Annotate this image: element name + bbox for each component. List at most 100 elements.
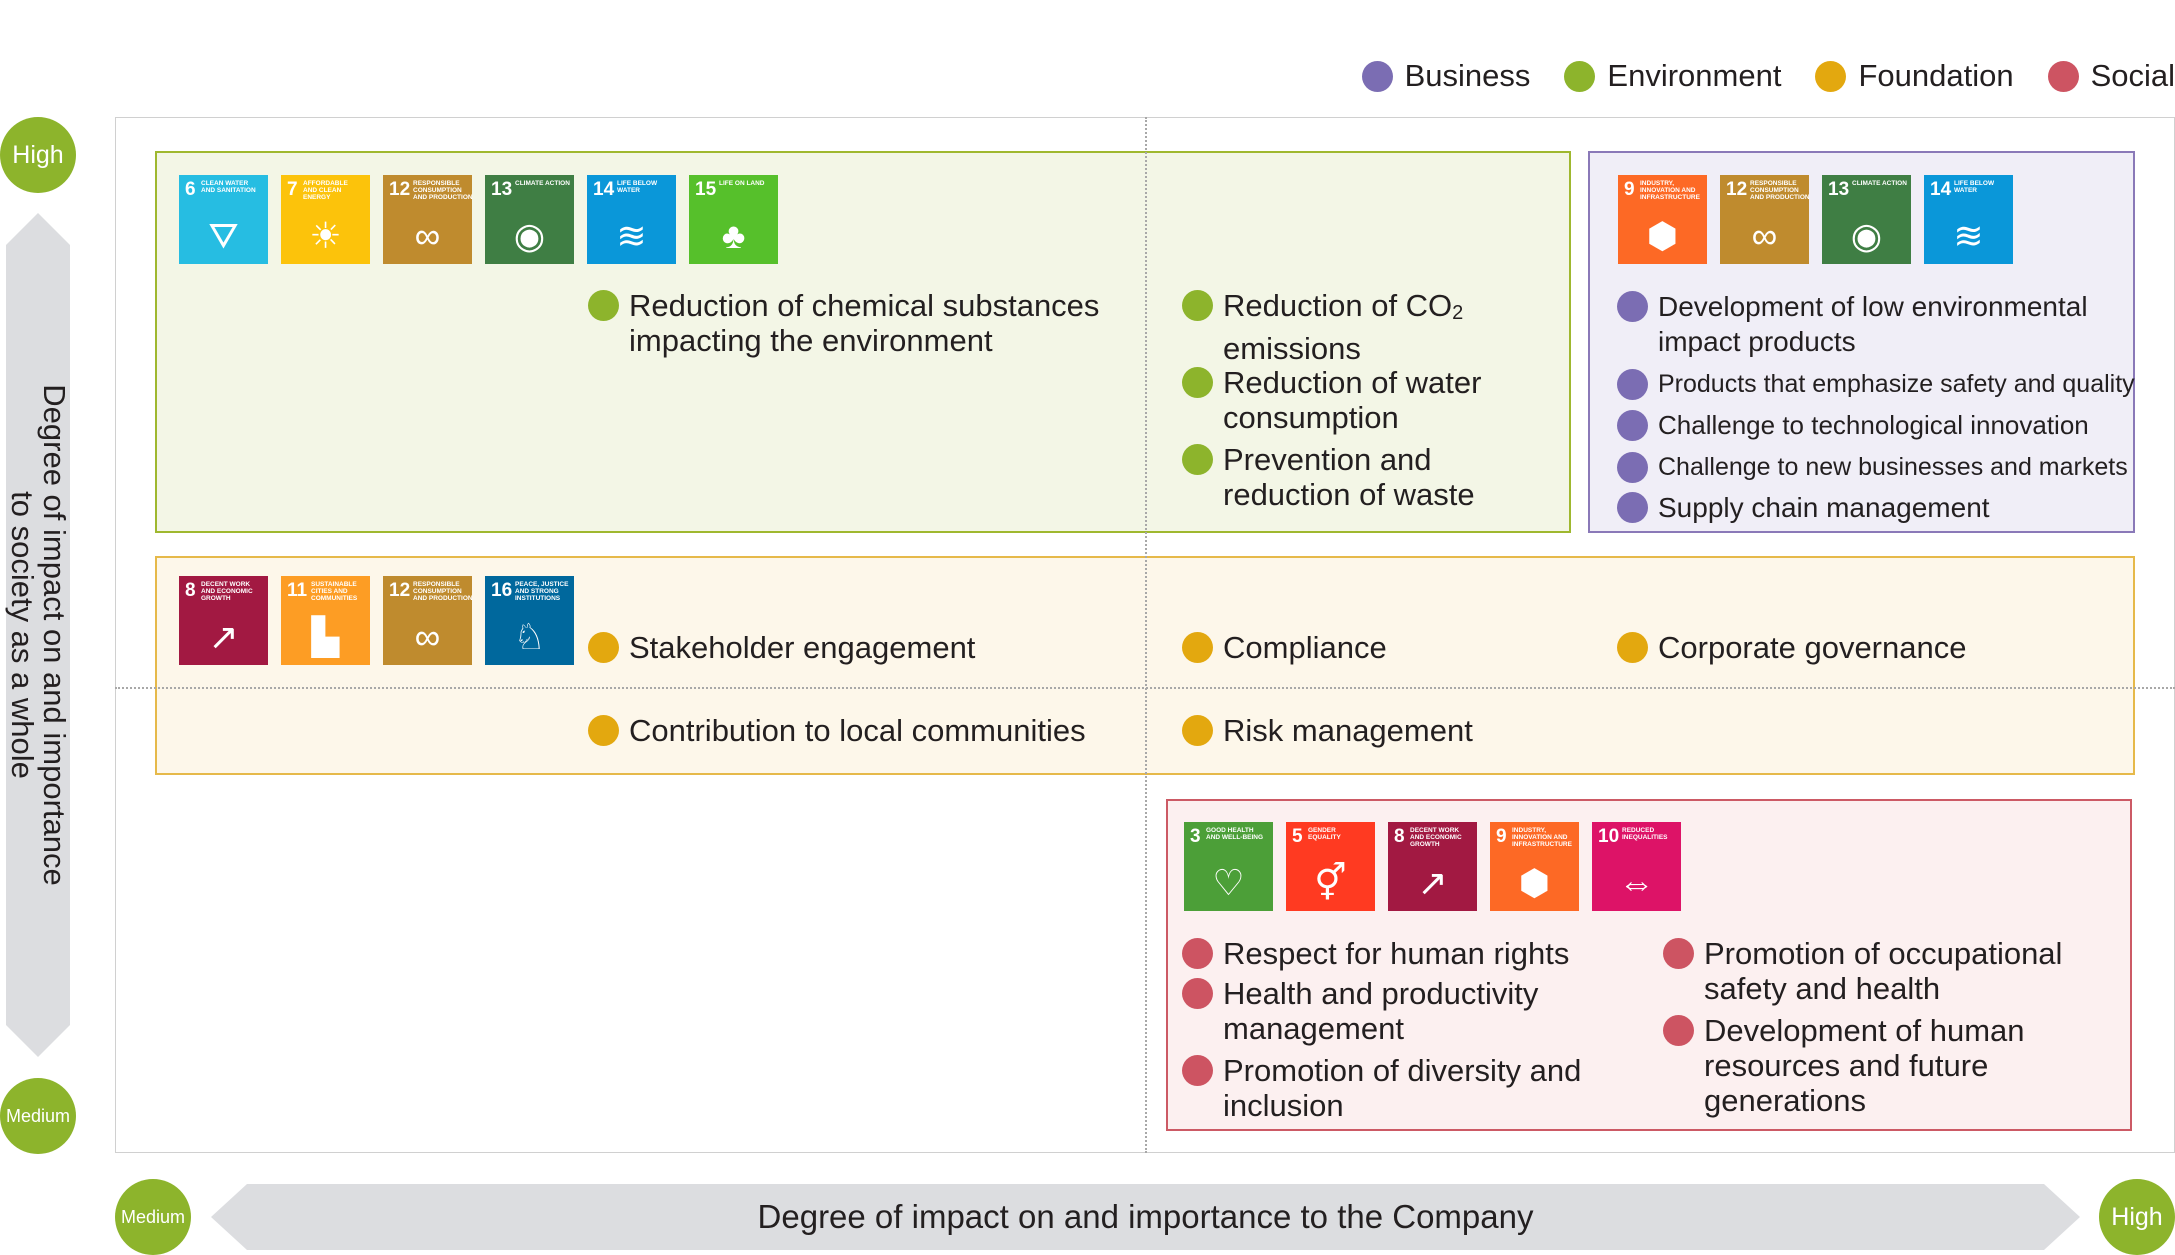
sdg-number: 14: [1930, 179, 1952, 200]
sdg-title: Affordable and clean energy: [303, 180, 348, 201]
infinity-icon: ∞: [1751, 215, 1778, 256]
heartbeat-icon: ♡: [1212, 862, 1245, 903]
legend-item-foundation: Foundation: [1815, 58, 2014, 94]
cubes-icon: ⬢: [1646, 215, 1679, 256]
item-text: Challenge to new businesses and markets: [1658, 453, 2128, 481]
legend-item-social: Social: [2047, 58, 2175, 94]
item-text: Challenge to technological innovation: [1658, 410, 2089, 440]
sdg-number: 12: [389, 580, 411, 601]
sdg-number: 9: [1496, 826, 1507, 847]
sdg-8-tile: 8Decent work and economic growth↗: [179, 576, 268, 665]
list-item: Challenge to technological innovation: [1617, 408, 2089, 443]
foundation-dot-icon: [1617, 632, 1648, 663]
sdg-7-tile: 7Affordable and clean energy ☀: [281, 175, 370, 264]
business-dot-icon: [1617, 291, 1648, 322]
dove-icon: ♘: [513, 616, 546, 657]
list-item: Compliance: [1182, 630, 1387, 665]
sdg-14-tile: 14Life below water≋: [1924, 175, 2013, 264]
social-dot-icon: [2047, 60, 2079, 92]
eye-globe-icon: ◉: [1850, 215, 1883, 256]
infinity-icon: ∞: [414, 215, 441, 256]
sun-icon: ☀: [309, 215, 342, 256]
item-text: Risk management: [1223, 713, 1473, 748]
growth-chart-icon: ↗: [208, 616, 239, 657]
sdg-number: 9: [1624, 179, 1635, 200]
item-text: Respect for human rights: [1223, 936, 1570, 971]
x-axis-medium-marker: Medium: [115, 1179, 191, 1255]
water-drop-icon: ⛛: [208, 215, 239, 256]
social-dot-icon: [1182, 938, 1213, 969]
list-item: Products that emphasize safety and quali…: [1617, 367, 2135, 402]
x-axis-high-marker: High: [2099, 1179, 2175, 1255]
list-item: Corporate governance: [1617, 630, 1966, 665]
list-item: Respect for human rights: [1182, 936, 1569, 971]
sdg-title: Climate action: [515, 180, 570, 187]
sdg-number: 10: [1598, 826, 1620, 847]
tree-icon: ♣: [721, 215, 746, 256]
sdg-title: Life on land: [719, 180, 765, 187]
environment-dot-icon: [1564, 60, 1596, 92]
y-axis-medium-marker: Medium: [0, 1078, 76, 1154]
sdg-title: Responsible consumption and production: [413, 180, 473, 201]
sdg-title: Life below water: [617, 180, 658, 194]
sdg-title: Industry, innovation and infrastructure: [1512, 827, 1572, 848]
foundation-dot-icon: [588, 715, 619, 746]
sdg-number: 8: [1394, 826, 1405, 847]
legend-item-environment: Environment: [1564, 58, 1781, 94]
foundation-dot-icon: [1182, 632, 1213, 663]
sdg-11-tile: 11Sustainable cities and communities▙: [281, 576, 370, 665]
infinity-icon: ∞: [414, 616, 441, 657]
sdg-title: Good health and well-being: [1206, 827, 1264, 841]
sdg-9-tile: 9Industry, innovation and infrastructure…: [1618, 175, 1707, 264]
environment-dot-icon: [588, 290, 619, 321]
list-item: Contribution to local communities: [588, 713, 1086, 748]
item-text: Supply chain management: [1658, 492, 1990, 523]
legend-item-business: Business: [1361, 58, 1531, 94]
business-dot-icon: [1361, 60, 1393, 92]
sdg-number: 12: [389, 179, 411, 200]
foundation-dot-icon: [1182, 715, 1213, 746]
sdg-number: 7: [287, 179, 298, 200]
list-item: Challenge to new businesses and markets: [1617, 450, 2128, 485]
legend: Business Environment Foundation Social: [1361, 58, 2175, 94]
legend-label: Business: [1404, 58, 1531, 93]
sdg-3-tile: 3Good health and well-being♡: [1184, 822, 1273, 911]
sdg-10-tile: 10Reduced inequalities⇔: [1592, 822, 1681, 911]
eye-globe-icon: ◉: [513, 215, 546, 256]
environment-dot-icon: [1182, 290, 1213, 321]
business-dot-icon: [1617, 369, 1648, 400]
gender-icon: ⚥: [1314, 862, 1347, 903]
sdg-title: Peace, justice and strong institutions: [515, 581, 569, 602]
sdg-title: Reduced inequalities: [1622, 827, 1668, 841]
horizontal-divider: [115, 687, 2175, 689]
legend-label: Environment: [1607, 58, 1782, 93]
sdg-5-tile: 5Gender equality⚥: [1286, 822, 1375, 911]
sdg-9-tile: 9Industry, innovation and infrastructure…: [1490, 822, 1579, 911]
business-dot-icon: [1617, 410, 1648, 441]
sdg-title: Industry, innovation and infrastructure: [1640, 180, 1700, 201]
social-dot-icon: [1663, 938, 1694, 969]
sdg-6-tile: 6Clean water and sanitation⛛: [179, 175, 268, 264]
sdg-title: Gender equality: [1308, 827, 1341, 841]
list-item: Supply chain management: [1617, 490, 1990, 525]
item-text: Contribution to local communities: [629, 713, 1086, 748]
sdg-number: 12: [1726, 179, 1748, 200]
sdg-title: Decent work and economic growth: [201, 581, 253, 602]
legend-label: Social: [2090, 58, 2175, 93]
foundation-dot-icon: [1815, 60, 1847, 92]
sdg-number: 16: [491, 580, 513, 601]
sdg-number: 13: [491, 179, 513, 200]
sdg-12-tile: 12Responsible consumption and production…: [1720, 175, 1810, 264]
item-text: Stakeholder engagement: [629, 630, 976, 665]
